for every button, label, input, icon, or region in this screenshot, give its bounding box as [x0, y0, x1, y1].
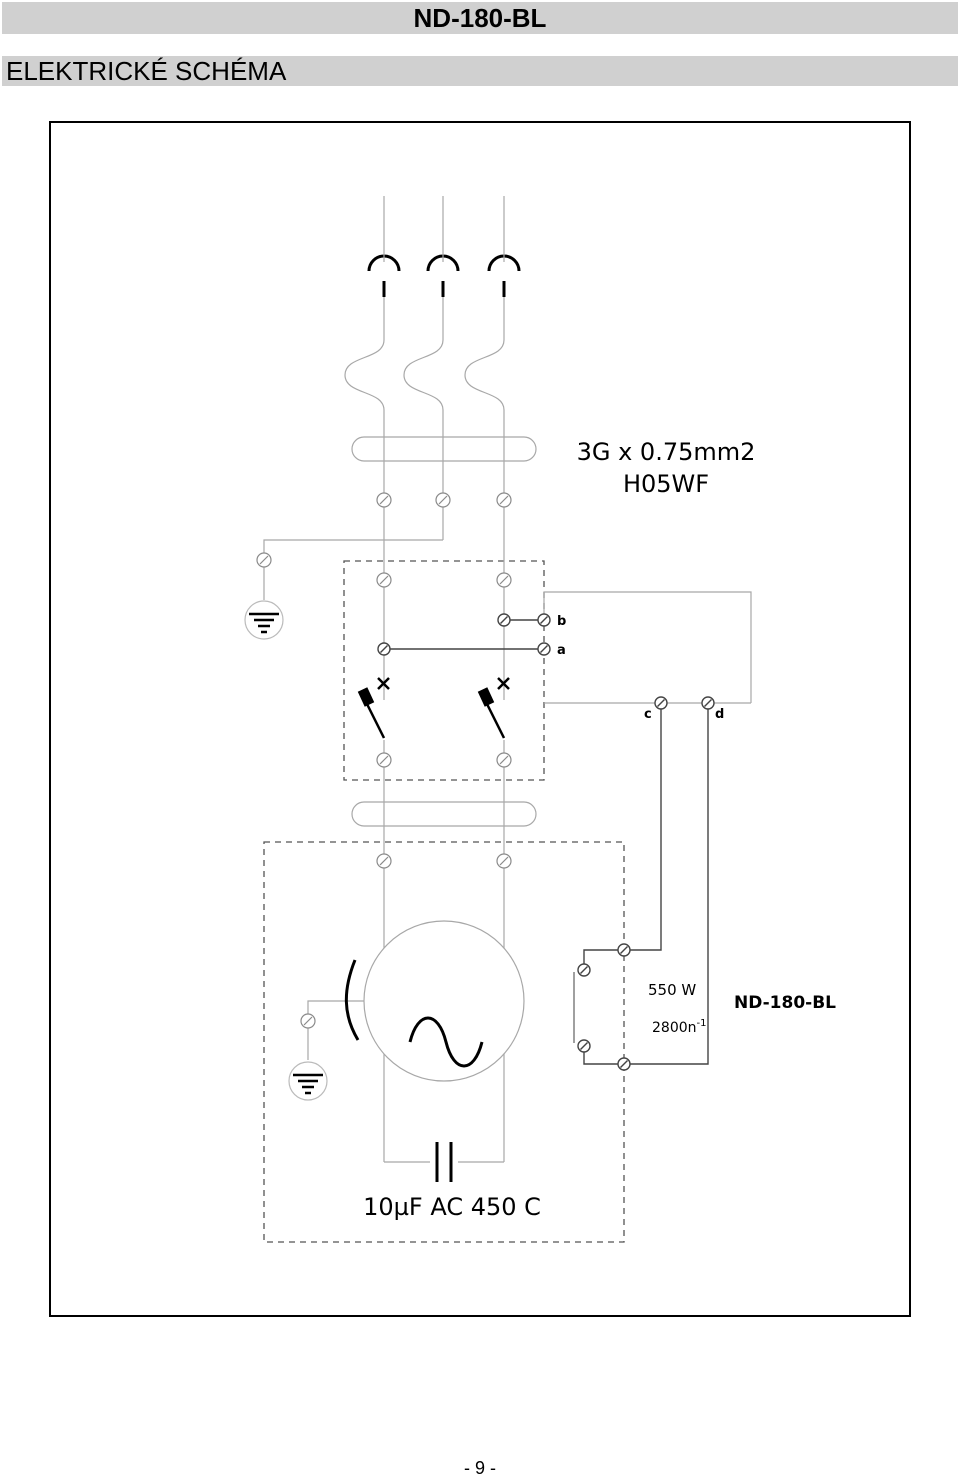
page-number: - 9 -: [463, 1458, 496, 1478]
terminal-a: [537, 642, 551, 656]
terminal-b: [537, 613, 551, 627]
switch-terminal: [376, 752, 392, 768]
motor-earth-bracket: [344, 959, 360, 1041]
switch-terminal: [376, 572, 392, 588]
cable-terminal-pe: [435, 492, 451, 508]
motor-symbol: [363, 920, 525, 1082]
thermal-terminal: [577, 963, 591, 977]
earth-symbol-motor: [287, 1060, 329, 1102]
switch-box-wiring: [351, 560, 752, 880]
switch-contacts: [357, 677, 510, 739]
switch-terminal: [377, 642, 391, 656]
header-model-bar: [2, 2, 958, 34]
terminal-b-label: b: [557, 614, 566, 629]
supply-cable: [263, 196, 537, 600]
terminal-d-label: d: [715, 707, 724, 722]
terminal-c: [654, 696, 668, 710]
terminal-a-label: a: [557, 643, 566, 658]
cable-terminal-n: [496, 492, 512, 508]
model-label: ND-180-BL: [734, 993, 836, 1013]
motor-terminal: [617, 1057, 631, 1071]
cable-spec-line1: 3G x 0.75mm2: [577, 438, 756, 466]
header-section-bar: [2, 56, 958, 86]
motor-earth-terminal: [300, 1013, 316, 1029]
motor-terminal: [496, 853, 512, 869]
motor-speed: 2800n-1: [652, 1018, 707, 1036]
wiring-diagram: 3G x 0.75mm2 H05WF b a: [49, 121, 911, 1317]
motor-terminal: [617, 943, 631, 957]
section-title: ELEKTRICKÉ SCHÉMA: [6, 56, 287, 86]
capacitor-symbol: [435, 1142, 453, 1182]
cable-spec-line2: H05WF: [623, 470, 709, 498]
switch-connections: [384, 619, 544, 650]
thermal-wires: [624, 703, 709, 1065]
earth-terminal-top: [256, 552, 272, 568]
thermal-terminal: [577, 1039, 591, 1053]
diagram-frame: [49, 121, 911, 1317]
ac-sine-icon: [408, 1016, 484, 1068]
terminal-c-label: c: [644, 707, 652, 722]
switch-terminal: [496, 572, 512, 588]
motor-terminal: [376, 853, 392, 869]
earth-symbol-top: [243, 599, 285, 641]
motor-power: 550 W: [648, 981, 696, 999]
switch-terminal: [496, 752, 512, 768]
switch-box: [343, 560, 545, 781]
switch-terminal: [497, 613, 511, 627]
motor-box: [263, 841, 625, 1243]
cable-terminal-l: [376, 492, 392, 508]
plug-pins: [367, 254, 521, 297]
document-model-title: ND-180-BL: [413, 3, 547, 33]
terminal-d: [701, 696, 715, 710]
capacitor-label: 10µF AC 450 C: [363, 1193, 541, 1221]
